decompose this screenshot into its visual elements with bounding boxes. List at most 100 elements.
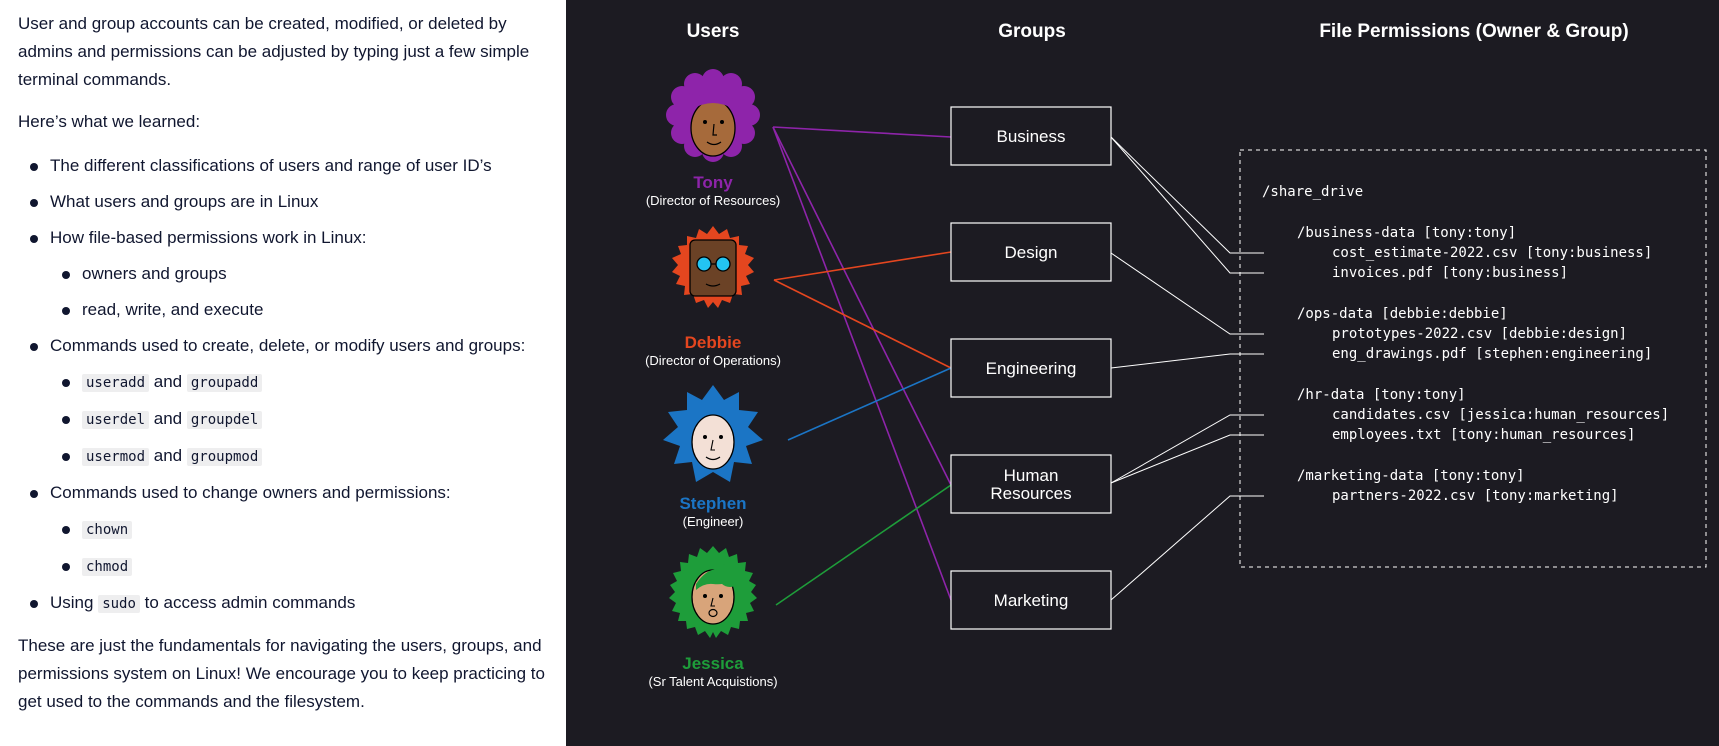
- user-name: Tony: [693, 173, 733, 192]
- connector-marketing-partners: [1110, 495, 1264, 601]
- list-item: usermod and groupmod: [50, 442, 566, 471]
- learned-heading: Here’s what we learned:: [18, 112, 201, 131]
- file-invoices: invoices.pdf [tony:business]: [1332, 265, 1568, 281]
- code-usermod: usermod: [82, 448, 150, 466]
- share-drive-box: [1239, 149, 1707, 568]
- user-role: (Director of Operations): [645, 353, 781, 368]
- connector-business-invoices: [1110, 136, 1264, 274]
- users-header: Users: [687, 21, 740, 42]
- code-chmod: chmod: [82, 558, 133, 576]
- user-tony: Tony (Director of Resources): [646, 69, 780, 208]
- sub-list: chown chmod: [50, 515, 566, 581]
- summary-list: The different classifications of users a…: [18, 152, 566, 618]
- group-box: [950, 338, 1112, 398]
- connector-hr-employees: [1110, 434, 1264, 484]
- connector-tony-business: [772, 126, 952, 138]
- file-employees: employees.txt [tony:human_resources]: [1332, 427, 1635, 443]
- file-prototypes: prototypes-2022.csv [debbie:design]: [1332, 326, 1627, 342]
- group-design: Design: [950, 222, 1112, 282]
- share-drive-root: /share_drive: [1262, 184, 1363, 200]
- user-role: (Engineer): [683, 514, 744, 529]
- file-partners: partners-2022.csv [tony:marketing]: [1332, 488, 1619, 504]
- list-item: The different classifications of users a…: [18, 152, 566, 180]
- bullet-text: read, write, and execute: [82, 300, 264, 319]
- bullet-text: Commands used to create, delete, or modi…: [50, 336, 526, 355]
- connector-stephen-engineering: [787, 367, 952, 441]
- user-role: (Sr Talent Acquistions): [648, 674, 777, 689]
- list-item: Commands used to change owners and permi…: [18, 479, 566, 581]
- code-useradd: useradd: [82, 374, 150, 392]
- group-label: Engineering: [986, 359, 1077, 378]
- group-box: [950, 454, 1112, 514]
- connector-jessica-hr: [775, 484, 952, 606]
- group-file-connections: [1110, 136, 1264, 601]
- sub-list: useradd and groupadd userdel and groupde…: [50, 368, 566, 471]
- connector-tony-hr: [772, 126, 952, 486]
- list-item: Using sudo to access admin commands: [18, 589, 566, 618]
- groups-header: Groups: [998, 21, 1066, 42]
- user-name: Stephen: [679, 494, 746, 513]
- connector-business-cost: [1110, 136, 1264, 254]
- marketing-data-dir: /marketing-data [tony:tony]: [1297, 468, 1525, 484]
- file-cost-estimate: cost_estimate-2022.csv [tony:business]: [1332, 245, 1652, 261]
- tony-avatar-icon: [666, 69, 760, 162]
- user-name: Jessica: [682, 654, 744, 673]
- connector-hr-candidates: [1110, 414, 1264, 484]
- bullet-text: Using: [50, 593, 94, 612]
- permissions-diagram: Users Groups File Permissions (Owner & G…: [566, 0, 1719, 746]
- list-item: How file-based permissions work in Linux…: [18, 224, 566, 324]
- list-item: chmod: [50, 552, 566, 581]
- ops-data-dir: /ops-data [debbie:debbie]: [1297, 306, 1508, 322]
- group-engineering: Engineering: [950, 338, 1112, 398]
- bullet-text: Commands used to change owners and permi…: [50, 483, 451, 502]
- connector-tony-marketing: [772, 126, 952, 601]
- user-stephen: Stephen (Engineer): [663, 385, 763, 529]
- and-text: and: [153, 446, 183, 465]
- list-item: userdel and groupdel: [50, 405, 566, 434]
- and-text: and: [153, 409, 183, 428]
- connector-engineering-drawings: [1110, 353, 1264, 369]
- group-label-line1: Human: [1004, 466, 1059, 485]
- bullet-text: owners and groups: [82, 264, 227, 283]
- code-groupdel: groupdel: [186, 411, 263, 429]
- user-role: (Director of Resources): [646, 193, 780, 208]
- user-name: Debbie: [685, 333, 742, 352]
- code-chown: chown: [82, 521, 133, 539]
- group-label-line2: Resources: [990, 484, 1071, 503]
- list-item: read, write, and execute: [50, 296, 566, 324]
- group-business: Business: [950, 106, 1112, 166]
- code-sudo: sudo: [98, 595, 140, 613]
- hr-data-dir: /hr-data [tony:tony]: [1297, 387, 1466, 403]
- conclusion-paragraph: These are just the fundamentals for navi…: [18, 636, 545, 711]
- code-userdel: userdel: [82, 411, 150, 429]
- permissions-header: File Permissions (Owner & Group): [1319, 21, 1628, 42]
- code-groupadd: groupadd: [186, 374, 263, 392]
- group-box: [950, 106, 1112, 166]
- code-groupmod: groupmod: [186, 448, 263, 466]
- group-box: [950, 570, 1112, 630]
- user-jessica: Jessica (Sr Talent Acquistions): [648, 546, 778, 689]
- connector-debbie-design: [773, 251, 952, 281]
- group-marketing: Marketing: [950, 570, 1112, 630]
- connector-design-prototypes: [1110, 252, 1264, 335]
- user-group-connections: [772, 126, 952, 606]
- and-text: and: [153, 372, 183, 391]
- user-debbie: Debbie (Director of Operations): [645, 226, 781, 368]
- file-candidates: candidates.csv [jessica:human_resources]: [1332, 407, 1669, 423]
- group-human-resources: Human Resources: [950, 454, 1112, 514]
- file-eng-drawings: eng_drawings.pdf [stephen:engineering]: [1332, 346, 1652, 362]
- list-item: chown: [50, 515, 566, 544]
- group-box: [950, 222, 1112, 282]
- group-label: Design: [1005, 243, 1058, 262]
- group-label: Marketing: [994, 591, 1069, 610]
- list-item: Commands used to create, delete, or modi…: [18, 332, 566, 471]
- bullet-text: to access admin commands: [144, 593, 356, 612]
- business-data-dir: /business-data [tony:tony]: [1297, 225, 1516, 241]
- intro-paragraph: User and group accounts can be created, …: [18, 14, 530, 89]
- bullet-text: How file-based permissions work in Linux…: [50, 228, 367, 247]
- bullet-text: The different classifications of users a…: [50, 156, 492, 175]
- bullet-text: What users and groups are in Linux: [50, 192, 319, 211]
- group-label: Business: [997, 127, 1066, 146]
- list-item: owners and groups: [50, 260, 566, 288]
- file-listing: /share_drive /business-data [tony:tony] …: [1262, 184, 1669, 504]
